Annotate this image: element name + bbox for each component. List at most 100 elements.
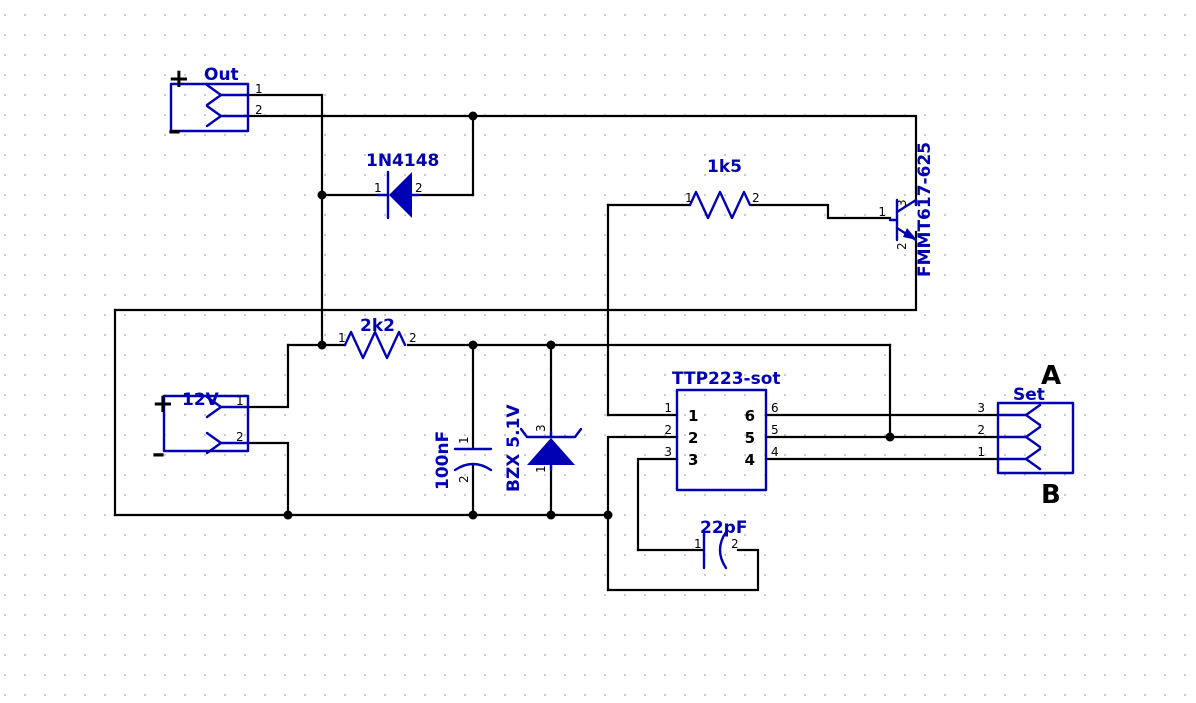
out-connector-minus-marker: – [168,116,181,146]
pwr-connector-plus-marker: + [152,389,174,419]
junction-zener-top [546,340,556,350]
ic-outer-pin-2: 2 [664,423,672,437]
ic-inner-pin-3: 3 [688,451,698,469]
resistor-1k5-label: 1k5 [707,157,742,177]
wire-1k5-to-transistor-base [750,203,892,220]
ic-inner-pin-5: 5 [745,429,755,447]
out-connector-pin-2: 2 [255,103,263,117]
set-connector-label: Set [1013,385,1045,405]
ic-label: TTP223-sot [672,369,781,389]
ic-body [675,388,768,492]
set-connector-contact-3 [996,403,1042,427]
cap-100nf-pin-2: 2 [457,475,471,483]
component-zener-bzx[interactable] [519,427,583,472]
out-connector-body [169,82,250,133]
zener-pin-3: 3 [534,424,548,432]
component-pwr-connector[interactable] [162,394,250,455]
zener-pin-1: 1 [534,465,548,473]
out-connector-contact-1 [205,83,250,107]
resistor-2k2-zigzag [343,330,407,360]
ic-outer-pin-3: 3 [664,445,672,459]
wire-12v-plus [246,343,290,409]
out-connector-label: Out [204,65,239,85]
component-diode-1n4148[interactable] [376,170,420,220]
diode-label: 1N4148 [366,151,439,171]
pwr-connector-contact-1 [205,395,250,419]
wire-ic-pin3-left-down [636,457,679,552]
diode-anode-triangle [389,172,412,218]
component-cap-100nf[interactable] [453,447,493,472]
cap-22pf-pin-2: 2 [731,537,739,551]
cap-22pf-pin-1: 1 [694,537,702,551]
cap-100nf-label: 100nF [433,431,453,490]
transistor-pin-1: 1 [878,205,886,219]
junction-dots [283,111,895,520]
set-connector-pin-2: 2 [977,423,985,437]
out-connector-pin-1: 1 [255,82,263,96]
wire-22pf-right-loop [606,548,760,592]
junction-12v-minus-gnd [283,510,293,520]
component-out-connector[interactable] [169,82,250,133]
junction-cap100nf-gnd [468,510,478,520]
pwr-connector-pin-2: 2 [236,430,244,444]
pwr-connector-minus-marker: – [152,439,165,469]
transistor-pin-3: 3 [895,199,909,207]
junction-diode-anode [317,190,327,200]
component-ic-ttp223[interactable] [675,388,768,492]
resistor-2k2-pin-2: 2 [409,331,417,345]
wire-12v-minus [246,441,290,517]
ic-inner-pin-6: 6 [745,407,755,425]
junction-vcc-pin5 [885,432,895,442]
resistor-2k2-label: 2k2 [360,316,395,336]
set-connector-contact-1 [996,447,1042,471]
zener-anode-triangle [527,438,575,465]
ic-outer-pin-1: 1 [664,401,672,415]
resistor-1k5-zigzag [688,190,752,220]
component-resistor-1k5[interactable] [688,190,752,220]
ic-outer-pin-6: 6 [771,401,779,415]
diode-pin-2: 2 [415,181,423,195]
junction-cap100nf-top [468,340,478,350]
transistor-pin-2: 2 [895,242,909,250]
cap22pf-plate-right [718,530,728,570]
resistor-1k5-pin-2: 2 [752,191,760,205]
out-connector-contact-2 [205,104,250,128]
pwr-connector-pin-1: 1 [236,394,244,408]
set-connector-marker-a: A [1041,361,1061,391]
ic-inner-pin-1: 1 [688,407,698,425]
component-resistor-2k2[interactable] [343,330,407,360]
resistor-2k2-pin-1: 1 [338,331,346,345]
ic-outer-pin-4: 4 [771,445,779,459]
junction-2k2-left [317,340,327,350]
zener-label: BZX 5.1V [504,404,524,492]
component-set-connector[interactable] [996,401,1075,475]
wire-ic-pin2-to-gnd [606,435,679,517]
junction-top-rail-diode [468,111,478,121]
wire-transistor-emitter-rail [113,230,918,312]
cap-100nf-pin-1: 1 [457,436,471,444]
ic-inner-pin-4: 4 [745,451,755,469]
wire-out1-to-diode-node [246,93,324,197]
set-connector-pin-1: 1 [977,445,985,459]
ic-inner-pin-2: 2 [688,429,698,447]
cap-22pf-label: 22pF [700,518,747,538]
cap100nf-plate-bottom [453,462,493,472]
transistor-emitter-arrow [903,228,917,240]
ic-outer-pin-5: 5 [771,423,779,437]
component-cap-22pf[interactable] [702,530,728,570]
junction-zener-gnd [546,510,556,520]
set-connector-contact-2 [996,425,1042,449]
out-connector-plus-marker: + [168,64,190,94]
pwr-connector-label: 12V [182,390,220,410]
pwr-connector-body [162,394,250,453]
set-connector-marker-b: B [1041,480,1061,510]
pwr-connector-contact-2 [205,431,250,455]
component-transistor-fmmt617[interactable] [888,198,918,242]
set-connector-pin-3: 3 [977,401,985,415]
resistor-1k5-pin-1: 1 [685,191,693,205]
